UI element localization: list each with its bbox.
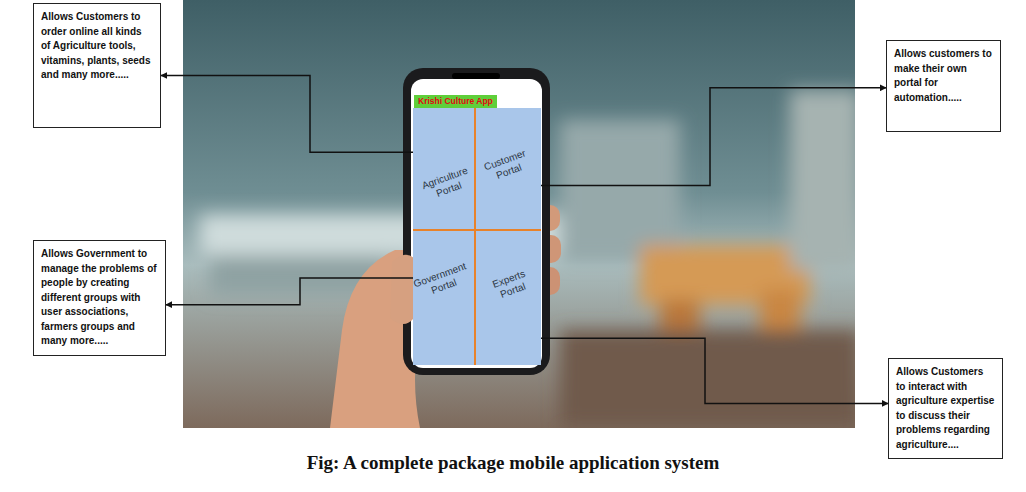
phone (403, 68, 550, 375)
callout-text: Allows customers to make their own porta… (894, 47, 993, 105)
portal-tile: Experts Portal (476, 231, 541, 365)
blurred-background (183, 0, 855, 428)
window-light (790, 90, 855, 270)
leader-arrow (166, 278, 413, 305)
portal-label: Customer Portal (474, 144, 540, 188)
portal-label: Agriculture Portal (414, 162, 480, 206)
cup (560, 120, 680, 260)
floor (560, 330, 855, 428)
app-title: Krishi Culture App (418, 96, 493, 107)
hand (330, 205, 561, 428)
callout-text: Allows Customers to interact with agricu… (896, 365, 995, 452)
callout-box: Allows Customers to interact with agricu… (888, 358, 1003, 459)
portal-label: Experts Portal (478, 263, 544, 307)
phone-notch (452, 73, 500, 79)
phone-body (403, 68, 550, 375)
callout-box: Allows Government to manage the problems… (33, 240, 166, 356)
thumb (390, 255, 414, 324)
portal-tile: Customer Portal (476, 108, 541, 231)
leader-arrow (541, 338, 888, 403)
phone-screen (411, 79, 542, 368)
leader-arrow (541, 88, 886, 186)
callout-text: Allows Customers to order online all kin… (41, 10, 153, 83)
portal-tile: Government Portal (413, 231, 476, 365)
callout-box: Allows Customers to order online all kin… (33, 3, 161, 128)
portal-label: Government Portal (409, 259, 475, 303)
callout-text: Allows Government to manage the problems… (41, 247, 158, 349)
callout-box: Allows customers to make their own porta… (886, 40, 1001, 132)
app-title-bar: Krishi Culture App (414, 95, 497, 108)
leader-arrow (161, 76, 413, 153)
portal-tile: Agriculture Portal (413, 108, 476, 231)
figure-caption: Fig: A complete package mobile applicati… (0, 452, 1026, 474)
